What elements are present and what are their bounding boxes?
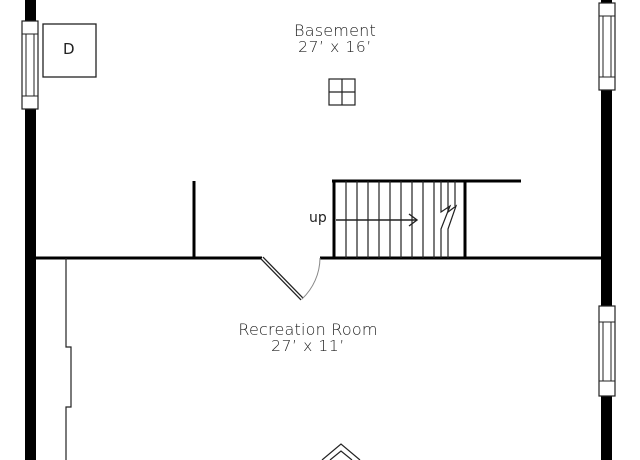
room-dimensions: 27’ x 16’: [298, 38, 372, 56]
room-dimensions: 27’ x 11’: [271, 337, 345, 355]
stair-direction-arrow: [336, 213, 419, 227]
right-exterior-wall: [601, 0, 612, 460]
window-left-upper: [21, 20, 39, 110]
bottom-fixture: [321, 443, 361, 460]
stair-up-label: up: [309, 210, 327, 226]
room-label-recreation-room: Recreation Room 27’ x 11’: [208, 320, 408, 355]
room-name: Basement: [294, 21, 376, 40]
appliance-label: D: [63, 40, 75, 58]
ceiling-vent-icon: [328, 78, 356, 106]
built-in-outline: [65, 258, 72, 460]
room-label-basement: Basement 27’ x 16’: [255, 21, 415, 56]
room-name: Recreation Room: [238, 320, 378, 339]
window-right-lower: [598, 305, 616, 397]
door-swing: [260, 256, 321, 301]
dryer-appliance: [42, 23, 97, 78]
window-right-upper: [598, 2, 616, 91]
left-exterior-wall: [25, 0, 36, 460]
